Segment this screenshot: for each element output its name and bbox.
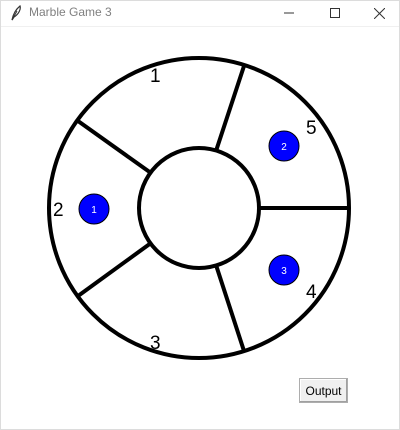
segment-label-2: 2 [53,200,64,221]
window-title: Marble Game 3 [29,5,112,19]
inner-circle [137,146,261,270]
marble-1[interactable]: 1 [78,193,110,225]
divider-line [214,65,246,152]
close-button[interactable] [356,0,400,26]
minimize-button[interactable] [266,0,312,26]
segment-label-4: 4 [306,282,317,303]
marble-label: 3 [281,266,287,277]
output-button[interactable]: Output [299,378,348,403]
segment-label-3: 3 [150,333,161,354]
segment-label-1: 1 [150,66,161,87]
marble-circle[interactable] [268,254,300,286]
marble-label: 1 [91,205,97,216]
divider-line [76,241,153,298]
divider-line [76,119,153,175]
marble-circle[interactable] [268,130,300,162]
divider-line [214,264,246,352]
segment-label-5: 5 [306,118,317,139]
marble-2[interactable]: 2 [268,130,300,162]
marble-circle[interactable] [78,193,110,225]
title-bar[interactable]: Marble Game 3 [0,0,400,27]
marble-3[interactable]: 3 [268,254,300,286]
feather-icon [9,4,23,21]
marble-label: 2 [281,142,287,153]
maximize-button[interactable] [312,0,358,26]
